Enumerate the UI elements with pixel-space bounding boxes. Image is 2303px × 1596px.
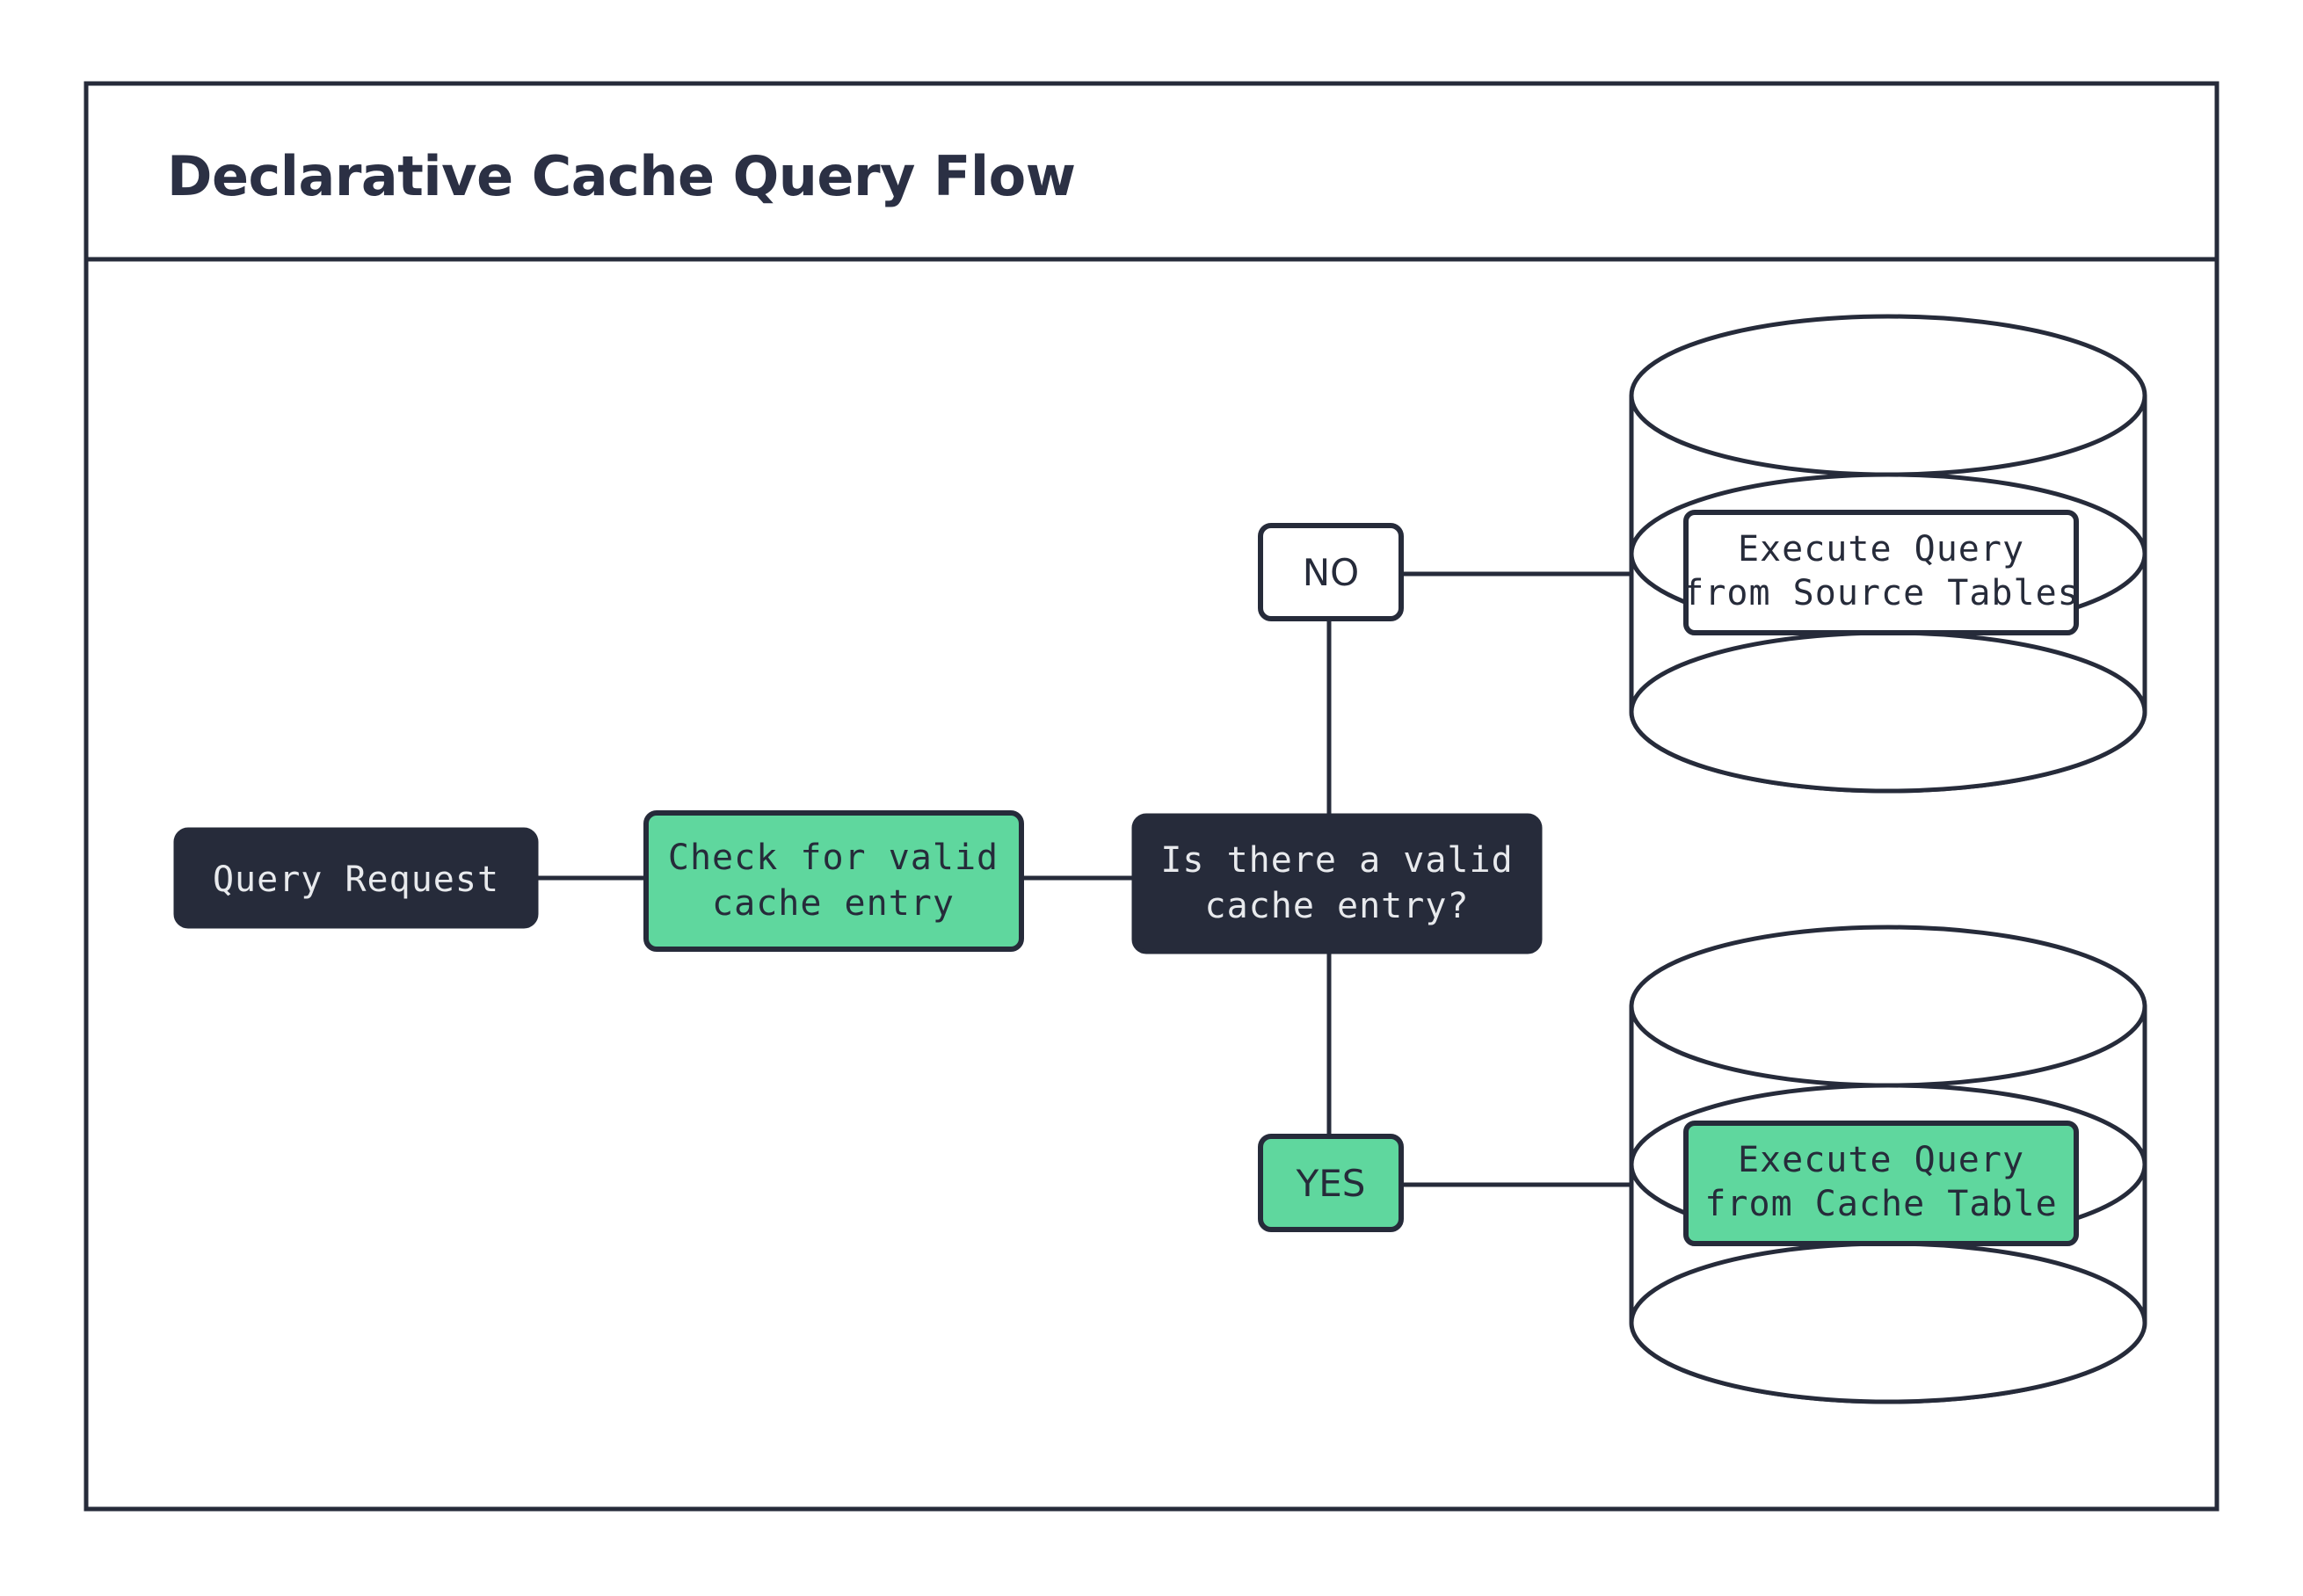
cache-table-label-box[interactable]: Execute Query from Cache Table: [1683, 1121, 2079, 1246]
decision-label-line1: Is there a valid: [1160, 840, 1513, 881]
node-branch-no[interactable]: NO: [1258, 523, 1404, 621]
node-check-cache-entry[interactable]: Check for valid cache entry: [643, 810, 1024, 952]
cache-db-label-line1: Execute Query: [1738, 1140, 2024, 1180]
check-cache-label-line2: cache entry: [712, 883, 955, 924]
node-branch-yes[interactable]: YES: [1258, 1134, 1404, 1232]
branch-no-label: NO: [1303, 551, 1359, 594]
decision-label-line2: cache entry?: [1205, 886, 1470, 926]
query-request-label: Query Request: [213, 860, 499, 900]
source-tables-label-box[interactable]: Execute Query from Source Tables: [1682, 510, 2079, 635]
node-query-request[interactable]: Query Request: [173, 827, 539, 929]
source-db-label-line2: from Source Tables: [1682, 573, 2079, 613]
node-valid-cache-decision[interactable]: Is there a valid cache entry?: [1131, 813, 1543, 954]
source-db-label-line1: Execute Query: [1738, 529, 2024, 569]
check-cache-label-line1: Check for valid: [668, 838, 999, 878]
branch-yes-label: YES: [1296, 1162, 1366, 1205]
cache-db-label-line2: from Cache Table: [1704, 1184, 2057, 1224]
page-title: Declarative Cache Query Flow: [167, 144, 1076, 208]
